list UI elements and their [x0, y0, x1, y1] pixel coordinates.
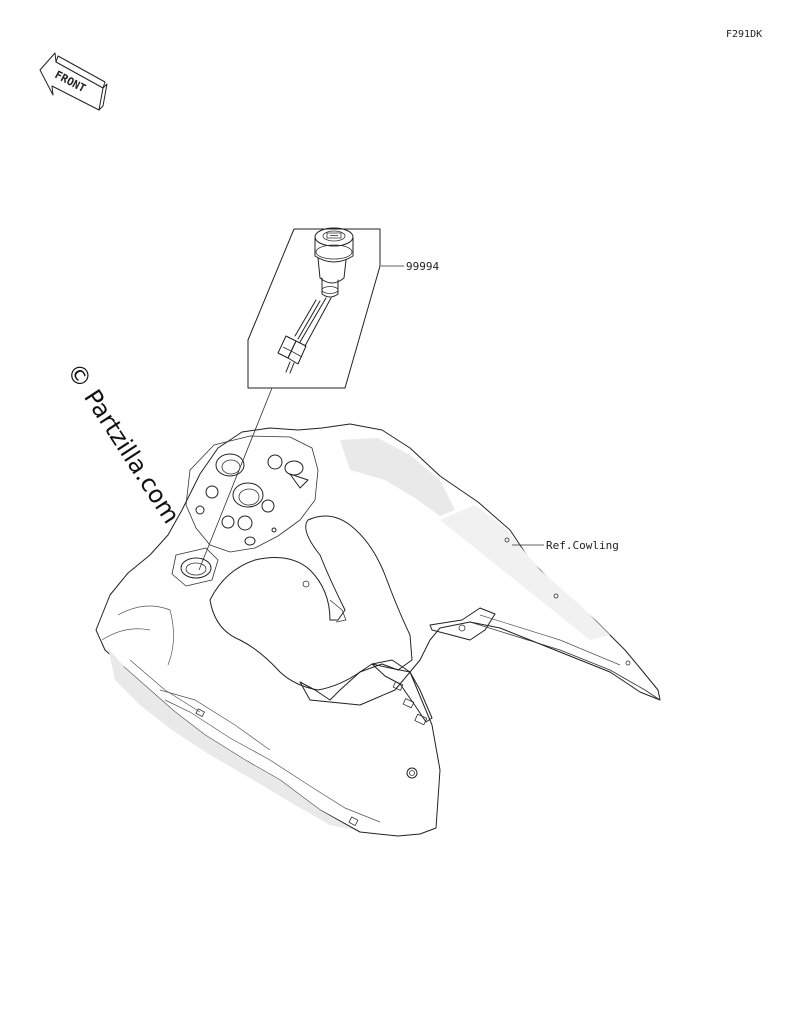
front-label: FRONT	[53, 68, 89, 95]
partzilla-watermark: © Partzilla.com	[61, 358, 185, 529]
leader-line-socket-location	[198, 387, 273, 571]
front-arrow-icon: FRONT	[39, 52, 108, 111]
part-number-99994[interactable]: 99994	[406, 260, 439, 273]
part-label-ref-cowling[interactable]: Ref.Cowling	[546, 539, 619, 552]
cowling-panel[interactable]	[95, 423, 661, 837]
figure-code: F291DK	[726, 29, 762, 40]
socket-callout-box	[247, 228, 381, 389]
accessory-socket-part[interactable]	[277, 227, 354, 374]
